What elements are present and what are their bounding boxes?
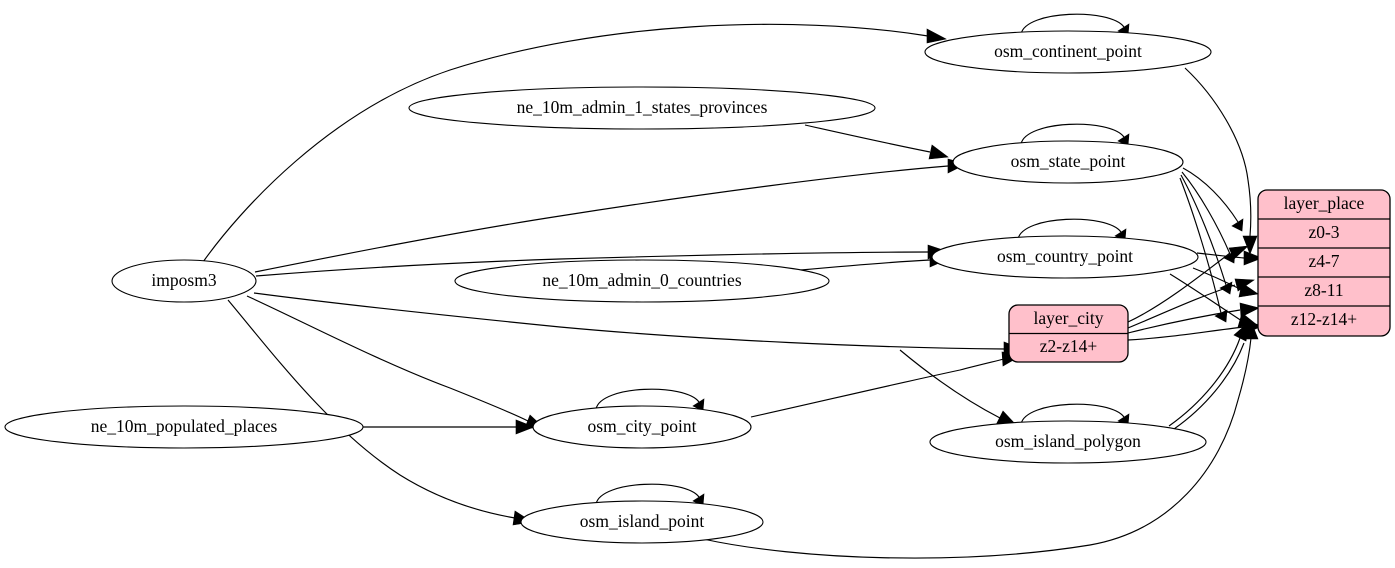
record-node-layer-city[interactable]: layer_city z2-z14+ bbox=[1008, 304, 1129, 363]
edge-osm-island-point-to-layer-place-z12-z14 bbox=[702, 337, 1252, 559]
arrowhead-icon bbox=[1243, 250, 1263, 266]
node-ne-10m-admin-1-states-provinces[interactable]: ne_10m_admin_1_states_provinces bbox=[408, 86, 876, 130]
record-layer-city-row-z2-z14[interactable]: z2-z14+ bbox=[1040, 336, 1098, 356]
node-osm-city-point[interactable]: osm_city_point bbox=[532, 405, 752, 449]
record-layer-place-header: layer_place bbox=[1284, 193, 1365, 213]
node-ne-states-label: ne_10m_admin_1_states_provinces bbox=[517, 97, 768, 117]
node-osm-country-point-label: osm_country_point bbox=[997, 246, 1133, 266]
record-layer-place-row-z12-z14[interactable]: z12-z14+ bbox=[1291, 309, 1357, 329]
record-node-layer-place[interactable]: layer_place z0-3 z4-7 z8-11 z12-z14+ bbox=[1257, 189, 1391, 337]
record-layer-place-row-z4-7[interactable]: z4-7 bbox=[1308, 251, 1339, 271]
arrowhead-icon bbox=[928, 144, 949, 160]
edge-imposm3-to-osm-continent-point bbox=[202, 23, 929, 263]
edge-ne-states-to-osm-state-point bbox=[804, 124, 931, 153]
node-osm-island-polygon[interactable]: osm_island_polygon bbox=[929, 420, 1207, 464]
node-osm-state-point[interactable]: osm_state_point bbox=[952, 140, 1184, 184]
arrowhead-icon bbox=[515, 419, 535, 435]
record-layer-place-row-z8-11[interactable]: z8-11 bbox=[1304, 280, 1343, 300]
edge-layer-city-to-layer-place-z8-11 bbox=[1127, 309, 1241, 334]
edge-osm-continent-point-to-layer-place-z0-3 bbox=[1184, 67, 1252, 237]
edge-osm-city-point-to-layer-city bbox=[750, 358, 1005, 418]
node-osm-island-polygon-label: osm_island_polygon bbox=[995, 431, 1141, 451]
self-loop-osm-country-point bbox=[1017, 218, 1122, 240]
edge-layer-city-to-layer-place-z4-7 bbox=[1127, 284, 1236, 329]
edge-imposm3-to-osm-country-point bbox=[255, 251, 929, 277]
edge-osm-state-point-to-layer-place-z12-z14 bbox=[1179, 177, 1222, 314]
node-ne-populated-label: ne_10m_populated_places bbox=[91, 416, 278, 436]
edge-layer-city-to-layer-place-z12-z14 bbox=[1127, 326, 1245, 341]
node-osm-continent-point-label: osm_continent_point bbox=[994, 41, 1142, 61]
node-imposm3[interactable]: imposm3 bbox=[111, 259, 257, 303]
edge-osm-country-point-to-layer-place-z4-7 bbox=[1196, 252, 1245, 259]
node-ne-10m-populated-places[interactable]: ne_10m_populated_places bbox=[4, 405, 364, 449]
record-node-layer: layer_city z2-z14+ layer_place z0-3 z4-7… bbox=[1008, 189, 1391, 363]
edge-imposm3-to-layer-city bbox=[253, 292, 1006, 350]
edge-to-osm-island-polygon bbox=[899, 349, 1001, 419]
arrowhead-icon bbox=[1242, 235, 1258, 255]
self-loop-osm-continent-point bbox=[1020, 13, 1125, 35]
node-osm-continent-point[interactable]: osm_continent_point bbox=[924, 30, 1212, 74]
node-ne-10m-admin-0-countries[interactable]: ne_10m_admin_0_countries bbox=[454, 259, 830, 303]
arrowhead-icon bbox=[1228, 245, 1249, 260]
self-loop-osm-island-polygon bbox=[1020, 403, 1125, 425]
node-osm-island-point[interactable]: osm_island_point bbox=[520, 500, 764, 544]
arrowhead-icon bbox=[1231, 218, 1244, 232]
node-osm-island-point-label: osm_island_point bbox=[580, 511, 705, 531]
edge-osm-country-point-to-layer-place-z12-z14 bbox=[1169, 273, 1243, 322]
self-loop-osm-state-point bbox=[1020, 123, 1125, 145]
edge-osm-island-polygon-to-layer-place-z12-z14-b bbox=[1173, 342, 1245, 430]
edge-imposm3-to-osm-state-point bbox=[254, 165, 949, 273]
arrowhead-icon bbox=[1234, 278, 1255, 292]
edge-osm-state-point-to-layer-place-z0-3 bbox=[1182, 167, 1239, 223]
node-layer: imposm3 ne_10m_admin_1_states_provinces … bbox=[4, 30, 1212, 544]
node-ne-countries-label: ne_10m_admin_0_countries bbox=[542, 270, 741, 290]
record-layer-city-header: layer_city bbox=[1034, 308, 1104, 328]
node-osm-city-point-label: osm_city_point bbox=[588, 416, 697, 436]
edge-imposm3-to-osm-island-point bbox=[227, 299, 516, 519]
edge-osm-country-point-to-layer-place-z8-11 bbox=[1192, 267, 1243, 291]
edge-layer-city-to-layer-place-z0-3 bbox=[1127, 252, 1231, 323]
record-layer-place-row-z0-3[interactable]: z0-3 bbox=[1308, 222, 1339, 242]
node-imposm3-label: imposm3 bbox=[151, 270, 216, 290]
self-loop-osm-island-point bbox=[595, 483, 700, 505]
arrowhead-icon bbox=[926, 28, 947, 44]
arrowhead-icon bbox=[1243, 320, 1259, 340]
edge-osm-state-point-to-layer-place-z4-7 bbox=[1181, 171, 1231, 255]
node-osm-state-point-label: osm_state_point bbox=[1011, 151, 1126, 171]
edge-osm-island-polygon-to-layer-place-z12-z14 bbox=[1168, 337, 1241, 427]
arrowhead-icon bbox=[1239, 302, 1260, 318]
edge-ne-countries-to-osm-country-point bbox=[800, 259, 931, 271]
self-loop-osm-city-point bbox=[595, 388, 700, 410]
node-osm-country-point[interactable]: osm_country_point bbox=[931, 235, 1199, 279]
edge-imposm3-to-osm-city-point bbox=[246, 295, 529, 422]
edge-osm-state-point-to-layer-place-z8-11 bbox=[1180, 174, 1227, 286]
